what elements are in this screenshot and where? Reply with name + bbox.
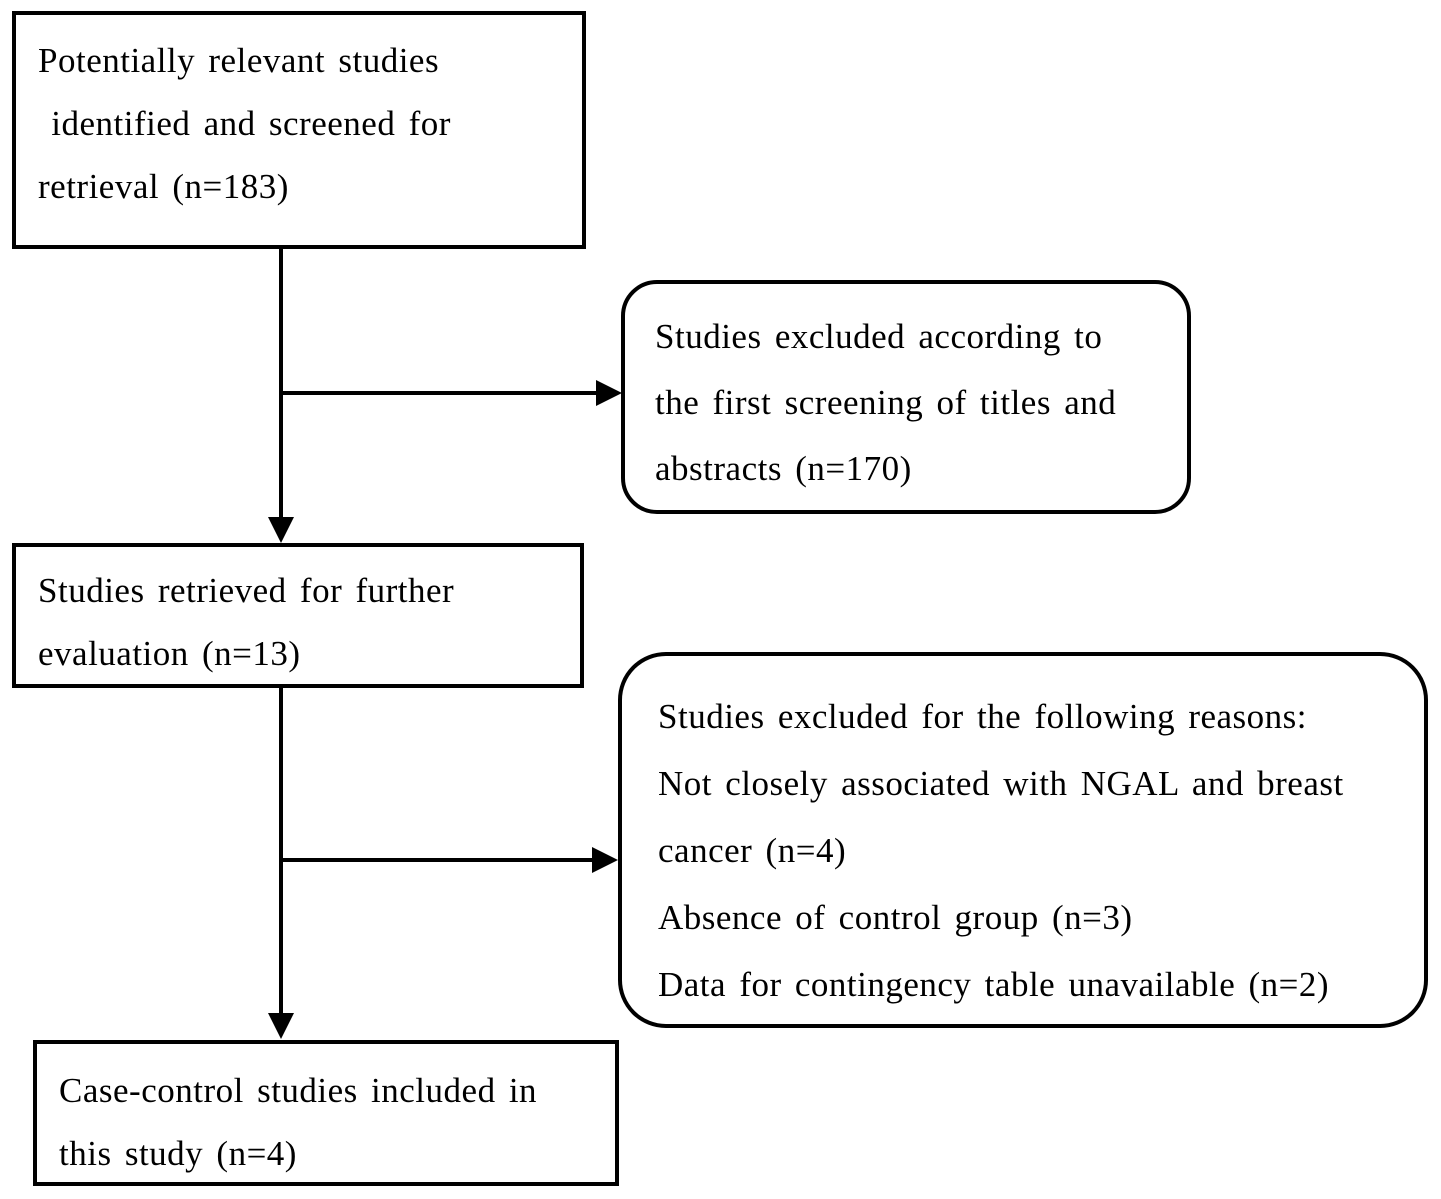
- connector-screened-to-retrieved-line: [279, 249, 283, 519]
- node-excluded-reasons: Studies excluded for the following reaso…: [618, 652, 1428, 1028]
- connector-retrieved-to-included-line: [279, 688, 283, 1014]
- arrowhead-down-icon: [268, 1013, 294, 1039]
- arrowhead-down-icon: [268, 517, 294, 543]
- node-retrieved-for-evaluation: Studies retrieved for further evaluation…: [12, 543, 584, 688]
- connector-retrieved-to-excluded-line: [279, 858, 593, 862]
- arrowhead-right-icon: [592, 847, 618, 873]
- node-case-control-included: Case-control studies included in this st…: [33, 1040, 619, 1186]
- node-excluded-first-screening: Studies excluded according to the first …: [621, 280, 1191, 514]
- connector-screened-to-excluded-line: [279, 391, 597, 395]
- arrowhead-right-icon: [596, 380, 622, 406]
- node-potentially-relevant-studies: Potentially relevant studies identified …: [12, 11, 586, 249]
